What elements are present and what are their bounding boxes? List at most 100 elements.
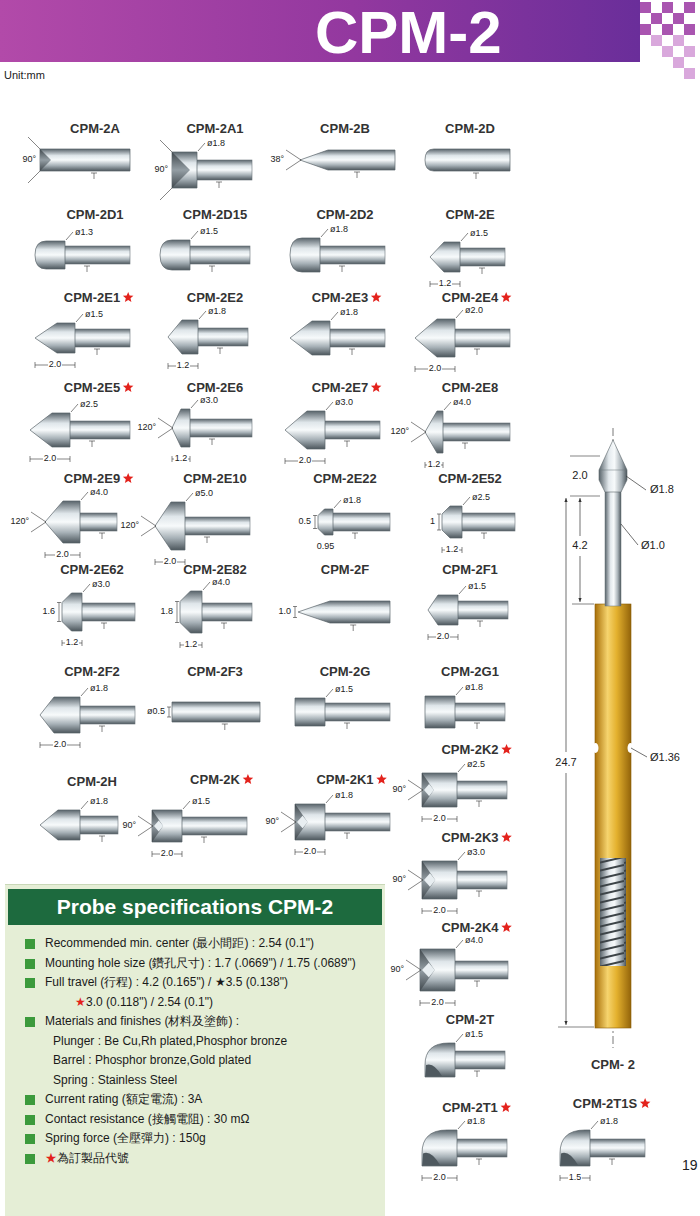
spec-line: ★3.0 (0.118") / 2.54 (0.1"): [5, 993, 385, 1013]
dim-line: [331, 312, 338, 320]
crown-face: [152, 810, 163, 842]
length-dim: 1.2: [427, 460, 442, 469]
plunger-shaft: [189, 419, 252, 437]
dim-line: [406, 960, 421, 970]
length-dim: 1.2: [184, 640, 199, 649]
dim-line: [326, 689, 333, 697]
height-dim: 1.0: [278, 607, 291, 616]
dim-tick: [209, 266, 215, 272]
dim-line: [408, 780, 423, 790]
custom-star: [501, 832, 512, 842]
dim-line: [463, 497, 470, 505]
barrel: [595, 604, 631, 1028]
part-name: CPM-2E52: [438, 472, 502, 485]
diameter-dim: ø1.8: [465, 683, 483, 692]
plunger-shaft: [201, 603, 252, 621]
plunger-shaft: [69, 421, 130, 439]
custom-star: [501, 744, 512, 754]
diameter-dim: ø5.0: [195, 489, 213, 498]
dim-line: [456, 310, 463, 318]
part-name: CPM-2F1: [442, 563, 498, 576]
dim-line: [40, 742, 41, 748]
dim-line: [138, 826, 153, 836]
length-dim: 0.95: [316, 542, 336, 551]
plunger-shaft: [454, 1051, 505, 1069]
crimp-groove: [628, 743, 634, 753]
dim-line: [286, 150, 301, 160]
dim-line: [408, 880, 423, 890]
angle-dim: 120°: [137, 423, 156, 432]
probe-dim: Ø1.36: [650, 752, 680, 763]
dim-line: [183, 801, 190, 809]
dim-line: [425, 462, 426, 468]
plunger-shaft: [81, 603, 135, 621]
dim-line: [80, 742, 81, 748]
plunger-tip: [172, 152, 197, 188]
dim-tick: [344, 723, 350, 729]
dim-line: [580, 498, 581, 536]
dim-line: [430, 281, 431, 287]
crimp-groove: [593, 743, 599, 753]
diameter-dim: ø2.5: [467, 760, 485, 769]
dim-line: [62, 640, 63, 646]
dim-tick: [476, 1159, 482, 1165]
length-dim: 2.0: [303, 847, 318, 856]
length-dim: 2.0: [428, 364, 443, 373]
plunger-tip: [425, 1043, 455, 1077]
diameter-dim: ø1.5: [85, 310, 103, 319]
dim-line: [202, 642, 203, 648]
dim-tick: [344, 833, 350, 839]
plunger-shaft: [79, 706, 135, 724]
dim-line: [152, 851, 153, 857]
dim-line: [326, 795, 333, 803]
spec-line: Full travel (行程) : 4.2 (0.165") / ★3.5 (…: [5, 973, 385, 993]
part-name: CPM-2E8: [442, 381, 498, 394]
diameter-dim: ø1.8: [335, 791, 353, 800]
cup-face: [172, 152, 190, 188]
dim-tick: [217, 348, 223, 354]
length-dim: 2.0: [436, 632, 451, 641]
dim-line: [566, 773, 567, 1025]
plunger-shaft: [184, 517, 250, 535]
dim-line: [35, 362, 36, 368]
probe-drawing: [558, 428, 647, 1048]
custom-star: [123, 292, 133, 302]
dim-line: [313, 528, 317, 529]
part-name: CPM-2D1: [66, 208, 123, 221]
dim-line: [281, 812, 296, 822]
dim-line: [59, 603, 60, 622]
part-name: CPM-2E4: [442, 291, 498, 304]
plunger-shaft: [457, 601, 508, 619]
plunger-tip: [422, 773, 457, 807]
spec-line: Contact resistance (接觸電阻) : 30 mΩ: [5, 1110, 385, 1130]
dim-line: [456, 1034, 463, 1042]
dim-line: [442, 547, 443, 553]
dim-line: [325, 849, 326, 855]
diameter-dim: ø1.5: [465, 1030, 483, 1039]
dim-line: [455, 1000, 456, 1006]
spring: [600, 858, 626, 966]
plunger-shaft: [196, 160, 252, 180]
bevel-face: [561, 1153, 578, 1165]
part-name: CPM-2K: [190, 773, 240, 786]
length-dim: 1.2: [65, 638, 80, 647]
dim-line: [460, 281, 461, 287]
part-name: CPM-2H: [67, 775, 117, 788]
plunger-tip: [40, 697, 80, 733]
dim-tick: [609, 1159, 615, 1165]
plunger-tip: [62, 593, 82, 631]
dim-line: [82, 640, 83, 646]
plunger-tip: [300, 150, 395, 170]
dim-tick: [222, 724, 228, 730]
dim-line: [31, 512, 46, 522]
plunger-tip: [30, 413, 70, 447]
spec-line: Recommended min. center (最小間距) : 2.54 (0…: [5, 934, 385, 954]
dim-line: [28, 171, 40, 183]
plunger-shaft: [329, 329, 385, 347]
diameter-dim: ø1.8: [90, 684, 108, 693]
height-dim: 1.8: [160, 607, 173, 616]
dim-tick: [477, 621, 483, 627]
plunger-shaft: [589, 1139, 645, 1157]
crown-face: [422, 963, 435, 978]
diameter-dim: ø4.0: [465, 936, 483, 945]
